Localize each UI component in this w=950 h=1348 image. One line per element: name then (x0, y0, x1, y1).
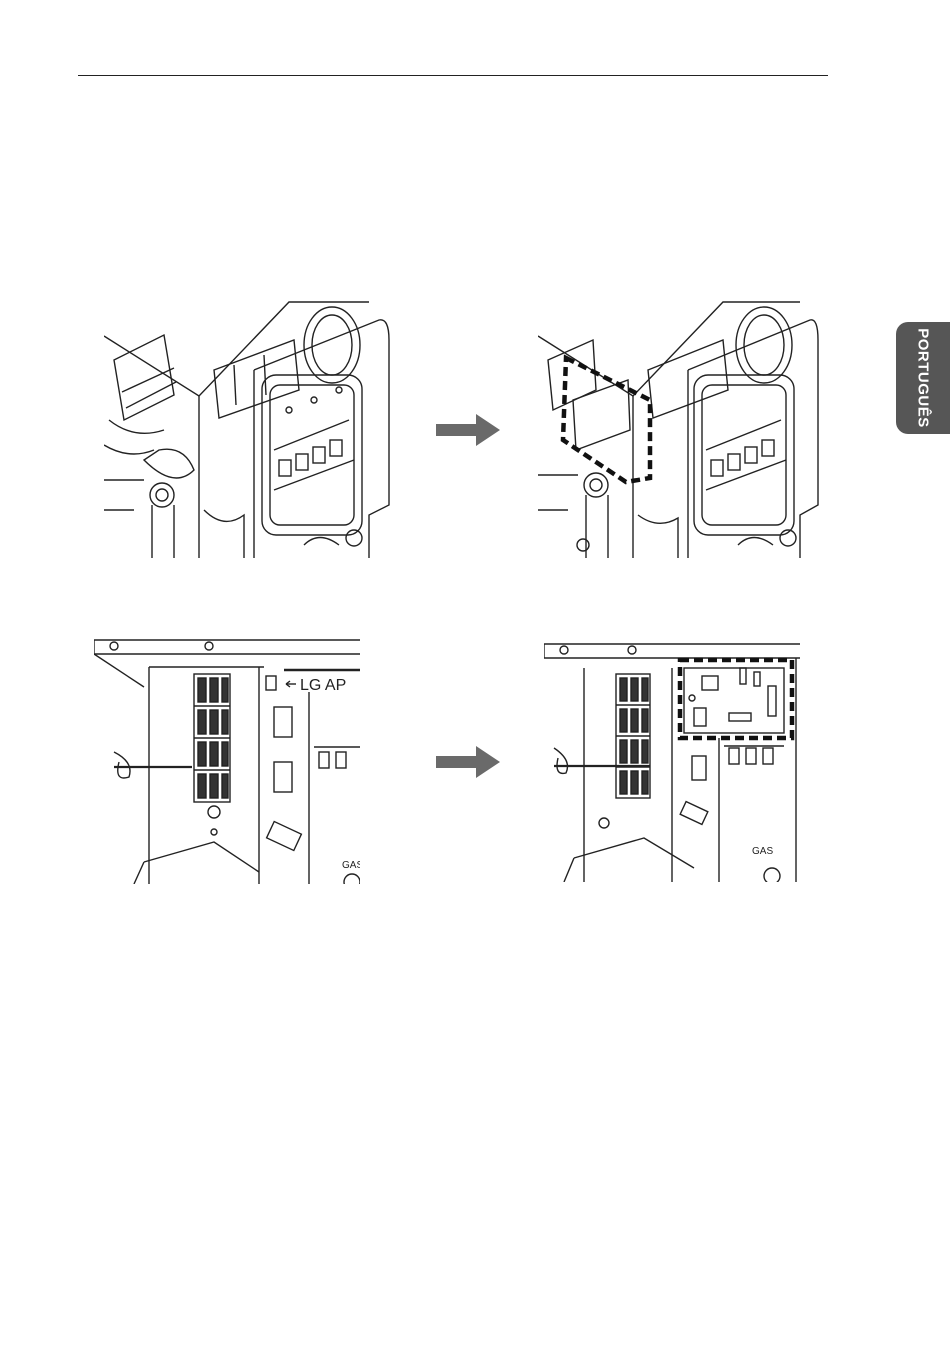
header-rule (78, 75, 828, 76)
figure-top-left (104, 300, 394, 558)
figure-bottom-right: GAS (544, 638, 800, 882)
gas-label: GAS (342, 860, 360, 871)
figure-bottom-left: LG AP GAS (94, 632, 360, 884)
language-tab[interactable]: PORTUGUÊS (896, 322, 950, 434)
highlight-outline (563, 358, 650, 482)
arrow-right-icon (436, 414, 500, 446)
gas-label: GAS (752, 846, 773, 857)
terminal-block (194, 674, 230, 802)
figure-top-right (538, 300, 820, 558)
lg-ap-label: LG AP (300, 677, 346, 694)
terminal-block (616, 674, 650, 798)
arrow-right-icon (436, 746, 500, 778)
language-tab-label: PORTUGUÊS (915, 328, 932, 428)
